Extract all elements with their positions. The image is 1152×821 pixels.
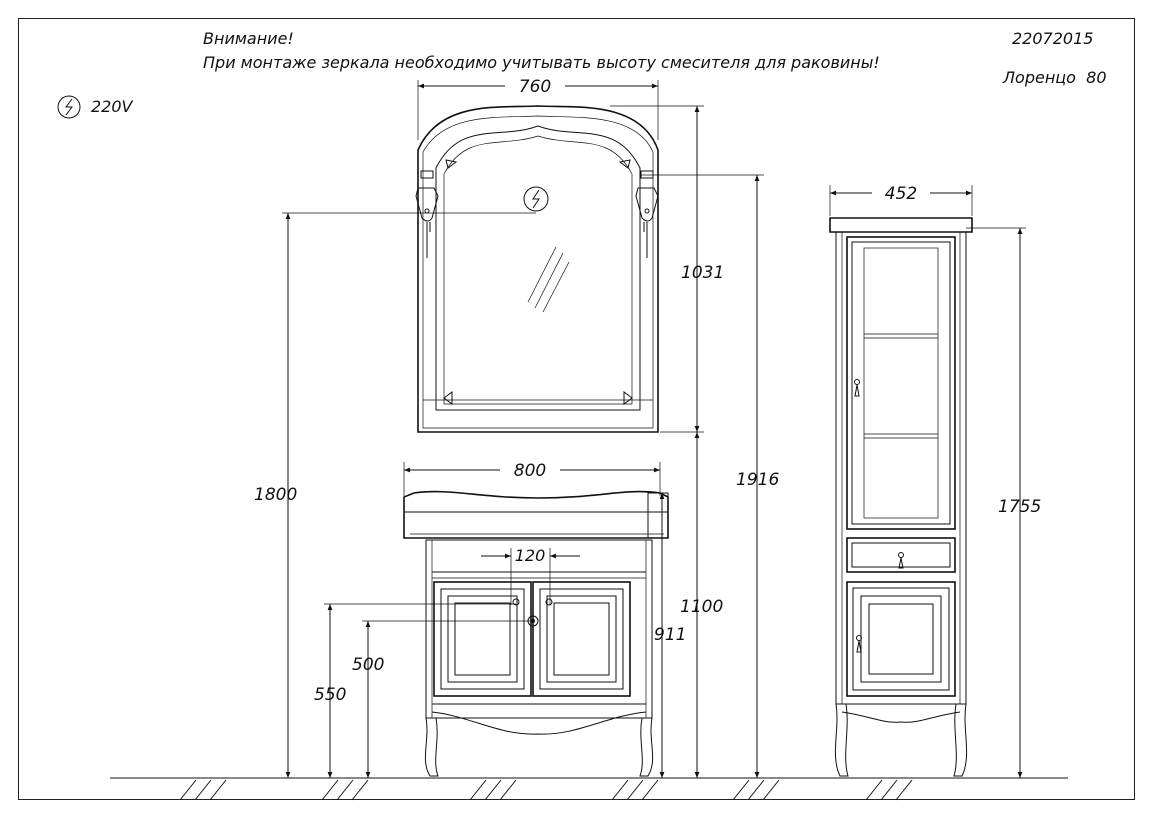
outlet-position-icon [523,186,549,212]
mirror [417,105,659,433]
dim-1100-label: 1100 [680,597,723,617]
dimension-sink-height: 911 [654,493,686,778]
wall-lamp-right [635,170,659,258]
wall-lamp-left [415,170,439,258]
dim-1755-label: 1755 [998,497,1041,517]
dimension-mirror-width: 760 [417,77,659,140]
dim-1916-label: 1916 [736,470,779,490]
dim-452-label: 452 [885,184,917,204]
dim-500-label: 500 [352,655,384,675]
dim-911-label: 911 [654,625,686,645]
dimension-pipe-500: 500 [352,620,533,778]
dimension-cabinet-height: 1755 [966,227,1041,778]
dim-550-label: 550 [314,685,346,705]
warning-title: Внимание! [203,29,294,48]
dim-120-label: 120 [515,546,546,565]
dim-1800-label: 1800 [254,485,297,505]
dim-760-label: 760 [519,77,551,97]
drawing-frame [18,18,1135,800]
dimension-mirror-top-height: 1916 [640,174,779,778]
warning-text: При монтаже зеркала необходимо учитывать… [203,53,880,72]
dim-1031-label: 1031 [681,263,724,283]
dimension-cabinet-width: 452 [829,184,973,216]
dimension-sink-width: 800 [403,461,661,496]
power-label: 220V [91,97,133,116]
dimension-pipe-550: 550 [314,603,516,778]
tall-cabinet [829,217,973,777]
dimension-mirror-bottom-height: 1100 [680,432,723,778]
document-code: 22072015 [1012,29,1094,48]
power-outlet-icon [57,95,81,119]
dim-800-label: 800 [514,461,546,481]
dimension-mixer-spacing: 120 [481,546,580,605]
floor-hatching [179,779,913,801]
dimension-outlet-height: 1800 [254,212,536,778]
dimension-mirror-height: 1031 [610,105,724,433]
product-name: Лоренцо 80 [1003,68,1107,87]
vanity-unit [403,490,669,777]
